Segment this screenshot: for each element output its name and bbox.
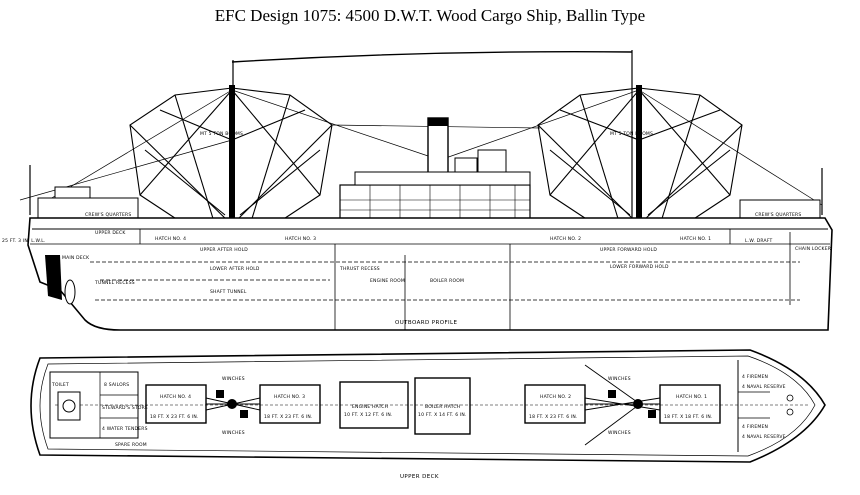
boiler-hatch-label: BOILER HATCH xyxy=(425,404,460,410)
windlass-icon xyxy=(786,408,794,416)
engine-hatch-plan xyxy=(339,381,409,429)
engine-hatch-dim: 10 FT. X 12 FT. 6 IN. xyxy=(344,412,393,418)
spare-room-label: SPARE ROOM xyxy=(115,442,147,448)
engine-hatch-label: ENGINE HATCH xyxy=(352,404,388,410)
winches-fwd-top-label: WINCHES xyxy=(608,376,631,382)
rudder xyxy=(45,255,62,300)
hatch-4-profile-label: HATCH NO. 4 xyxy=(155,236,186,242)
outboard-profile: CREW'S QUARTERS CREW'S QUARTERS UPPER DE… xyxy=(2,50,833,331)
hatch-1-label: HATCH NO. 1 xyxy=(676,394,707,400)
house-windows xyxy=(340,185,530,220)
lower-forward-hold-label: LOWER FORWARD HOLD xyxy=(610,264,669,270)
windlass-icon xyxy=(786,394,794,402)
hatch-1-profile-label: HATCH NO. 1 xyxy=(680,236,711,242)
waterline-aft-label: 25 FT. 3 IN. L.W.L. xyxy=(2,238,46,244)
funnel xyxy=(427,117,449,179)
winch-aft-1 xyxy=(216,390,224,398)
firemen-bottom-label: 4 FIREMEN xyxy=(742,424,768,430)
boom-plan-lines xyxy=(205,364,661,446)
midship-house xyxy=(339,184,531,221)
span-stay xyxy=(231,51,633,63)
hatch-2-label: HATCH NO. 2 xyxy=(540,394,571,400)
poop-house-plan xyxy=(49,371,139,439)
engine-room-label: ENGINE ROOM xyxy=(370,278,405,284)
upper-forward-hold-label: UPPER FORWARD HOLD xyxy=(600,247,657,253)
hatch-3-label: HATCH NO. 3 xyxy=(274,394,305,400)
hatch-4-dim: 18 FT. X 23 FT. 6 IN. xyxy=(150,414,199,420)
fore-mast xyxy=(636,85,642,230)
toilet-label: TOILET xyxy=(51,382,69,388)
fore-mast-plan xyxy=(633,399,643,409)
stewards-store-label: STEWARD'S STORE xyxy=(102,405,148,411)
winch-fwd-1 xyxy=(608,390,616,398)
hatch-3-dim: 18 FT. X 23 FT. 6 IN. xyxy=(264,414,313,420)
boiler-hatch-dim: 10 FT. X 14 FT. 6 IN. xyxy=(418,412,467,418)
steering-wheel-icon xyxy=(62,399,76,413)
propeller xyxy=(64,279,76,305)
upper-deck-profile-label: UPPER DECK xyxy=(95,230,126,236)
main-deck-label: MAIN DECK xyxy=(62,255,90,261)
thrust-recess-label: THRUST RECESS xyxy=(339,266,380,272)
hatch-3-profile-label: HATCH NO. 3 xyxy=(285,236,316,242)
upper-deck-plan: TOILET 8 SAILORS STEWARD'S STORE 4 WATER… xyxy=(30,349,826,480)
after-mast xyxy=(229,85,235,230)
deck-inner-line xyxy=(39,355,816,457)
hatch-2-profile-label: HATCH NO. 2 xyxy=(550,236,581,242)
steering-gear xyxy=(57,391,81,421)
tunnel-recess-label: TUNNEL RECESS xyxy=(94,280,135,286)
booms-fwd-label: MT 5 TON BOOMS xyxy=(610,131,653,137)
water-tenders-label: 4 WATER TENDERS xyxy=(102,426,148,432)
sailors-label: 8 SAILORS xyxy=(104,382,129,388)
winches-aft-top-label: WINCHES xyxy=(222,376,245,382)
fore-rigging xyxy=(537,87,743,229)
hatch-4-label: HATCH NO. 4 xyxy=(160,394,191,400)
upper-deck-caption: UPPER DECK xyxy=(400,474,439,480)
booms-aft-label: MT 5 TON BOOMS xyxy=(200,131,243,137)
funnel-band xyxy=(428,118,448,126)
waterline-fwd-label: L.W. DRAFT xyxy=(745,238,773,244)
naval-reserve-bottom-label: 4 NAVAL RESERVE xyxy=(742,434,786,440)
winches-aft-bottom-label: WINCHES xyxy=(222,430,245,436)
bridge-deck xyxy=(354,171,531,186)
winches-fwd-bottom-label: WINCHES xyxy=(608,430,631,436)
bulkheads xyxy=(139,229,791,330)
shaft-tunnel-label: SHAFT TUNNEL xyxy=(210,289,247,295)
firemen-top-label: 4 FIREMEN xyxy=(742,374,768,380)
naval-reserve-label: 4 NAVAL RESERVE xyxy=(742,384,786,390)
chain-locker-label: CHAIN LOCKER xyxy=(795,246,831,252)
boiler-room-label: BOILER ROOM xyxy=(430,278,464,284)
diagram-title: EFC Design 1075: 4500 D.W.T. Wood Cargo … xyxy=(214,6,646,25)
after-mast-plan xyxy=(227,399,237,409)
upper-after-hold-label: UPPER AFTER HOLD xyxy=(200,247,248,253)
hatch-1-dim: 18 FT. X 18 FT. 6 IN. xyxy=(664,414,713,420)
crews-quarters-aft-label: CREW'S QUARTERS xyxy=(85,212,131,218)
hull xyxy=(27,217,833,331)
lower-after-hold-label: LOWER AFTER HOLD xyxy=(210,266,260,272)
deck-outline xyxy=(30,349,826,463)
outboard-profile-caption: OUTBOARD PROFILE xyxy=(395,320,458,326)
winch-aft-2 xyxy=(240,410,248,418)
poop-skylight xyxy=(54,186,91,199)
crews-quarters-fwd-label: CREW'S QUARTERS xyxy=(755,212,801,218)
boiler-hatch-plan xyxy=(414,377,471,435)
winch-fwd-2 xyxy=(648,410,656,418)
hatch-2-dim: 18 FT. X 23 FT. 6 IN. xyxy=(529,414,578,420)
